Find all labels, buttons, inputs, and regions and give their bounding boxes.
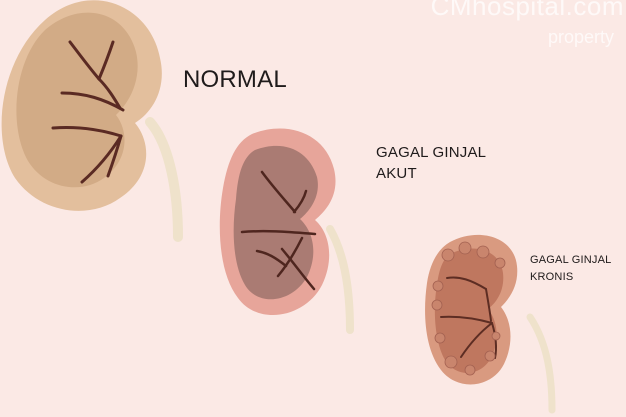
acute-kidney bbox=[219, 128, 354, 334]
acute-kidney-label: GAGAL GINJAL AKUT bbox=[376, 142, 486, 184]
chronic-kidney bbox=[425, 234, 556, 414]
acute-ureter bbox=[326, 225, 354, 334]
normal-label: NORMAL bbox=[183, 66, 287, 94]
chronic-ureter bbox=[526, 313, 556, 414]
watermark-main: CMhospital.com bbox=[430, 0, 624, 21]
acute-kidney-inner bbox=[233, 145, 318, 300]
acute-kidney-label-line-1: GAGAL GINJAL bbox=[376, 144, 487, 161]
watermark: CMhospital.com property bbox=[431, 0, 624, 47]
normal-kidney bbox=[1, 0, 183, 242]
acute-kidney-veins bbox=[240, 170, 317, 291]
chronic-kidney-veins bbox=[440, 276, 497, 359]
chronic-kidney-label: GAGAL GINJAL KRONIS bbox=[530, 252, 611, 286]
chronic-kidney-label-line-1: GAGAL GINJAL bbox=[530, 254, 612, 266]
normal-ureter bbox=[145, 117, 183, 242]
chronic-kidney-inner bbox=[434, 248, 504, 373]
chronic-kidney-nodules bbox=[431, 241, 506, 376]
acute-kidney-label-line-2: AKUT bbox=[376, 165, 417, 182]
chronic-kidney-label-line-2: KRONIS bbox=[530, 271, 574, 283]
normal-kidney-veins bbox=[51, 40, 125, 184]
watermark-sub: property bbox=[547, 27, 614, 48]
normal-label-text: NORMAL bbox=[183, 66, 287, 93]
